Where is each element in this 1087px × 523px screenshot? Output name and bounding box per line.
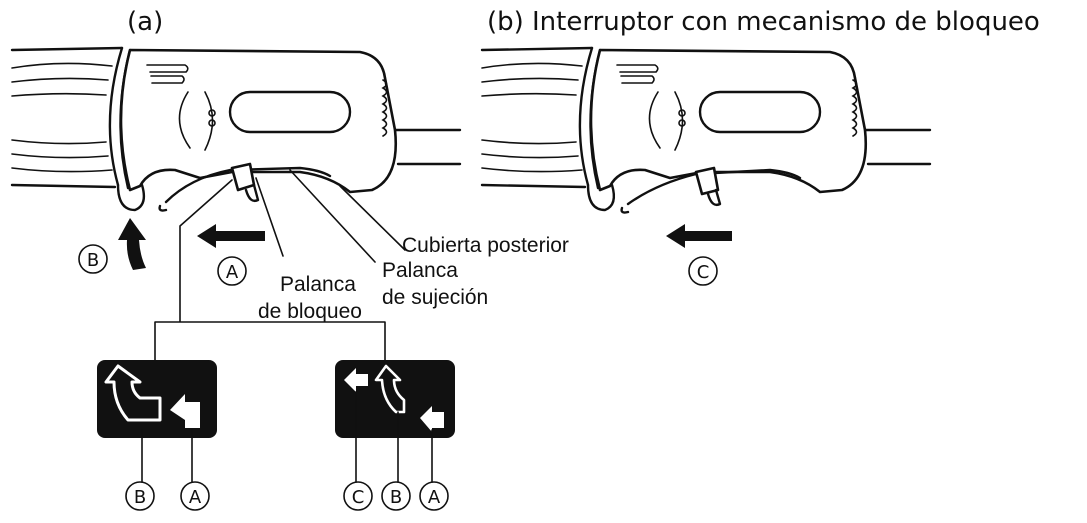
svg-text:B: B — [390, 487, 402, 508]
panel-a: (a) — [10, 7, 569, 511]
arrow-c-icon — [666, 224, 732, 248]
panel-b-label: (b) — [487, 7, 524, 37]
curved-arrow-icon — [104, 364, 162, 422]
bracket-connector — [154, 179, 386, 361]
curved-arrow-icon-right — [374, 364, 406, 414]
leader-sujecion — [289, 169, 376, 263]
panel-a-label: (a) — [127, 7, 163, 37]
svg-text:C: C — [352, 487, 365, 508]
svg-text:A: A — [189, 487, 202, 508]
marker-c-main: C — [688, 256, 718, 286]
lock-lever-shape-a — [230, 162, 256, 192]
callout-palanca-sujecion-line2: de sujeción — [382, 286, 488, 309]
small-left-arrow-icon — [344, 368, 368, 392]
leader-cubierta — [339, 185, 406, 251]
marker-c-right-icon: C — [343, 481, 373, 511]
marker-b-main: B — [78, 244, 108, 274]
callout-cubierta-posterior: Cubierta posterior — [402, 234, 569, 257]
svg-text:A: A — [428, 487, 441, 508]
panel-b-title: Interruptor con mecanismo de bloqueo — [532, 7, 1040, 37]
panel-b: (b) Interruptor con mecanismo de bloqueo — [480, 7, 1040, 286]
small-left-arrow-icon-2 — [420, 406, 444, 432]
marker-a-left-icon: A — [180, 481, 210, 511]
leader-bloqueo — [255, 177, 284, 257]
svg-text:B: B — [134, 487, 146, 508]
arrow-a-icon — [197, 224, 265, 248]
arrow-b-icon — [118, 218, 146, 270]
marker-b-left-icon: B — [125, 481, 155, 511]
marker-a-main: A — [217, 256, 247, 286]
svg-text:B: B — [87, 250, 99, 271]
vent-slot-a — [228, 90, 352, 134]
tool-illustration-a — [10, 46, 462, 212]
callout-palanca-bloqueo-line1: Palanca — [280, 273, 356, 296]
callout-palanca-sujecion-line1: Palanca — [382, 259, 458, 282]
svg-text:C: C — [697, 262, 710, 283]
icon-box-right — [335, 360, 455, 438]
callout-palanca-bloqueo-line2: de bloqueo — [258, 300, 362, 323]
rear-cover-shape-a — [119, 48, 398, 194]
marker-b-right-icon: B — [381, 481, 411, 511]
tool-illustration-b — [480, 46, 932, 214]
svg-text:A: A — [226, 262, 239, 283]
icon-box-left — [97, 360, 217, 438]
clamp-lever-shape-a — [164, 166, 332, 204]
left-arrow-icon — [170, 394, 200, 428]
marker-a-right-icon: A — [419, 481, 449, 511]
